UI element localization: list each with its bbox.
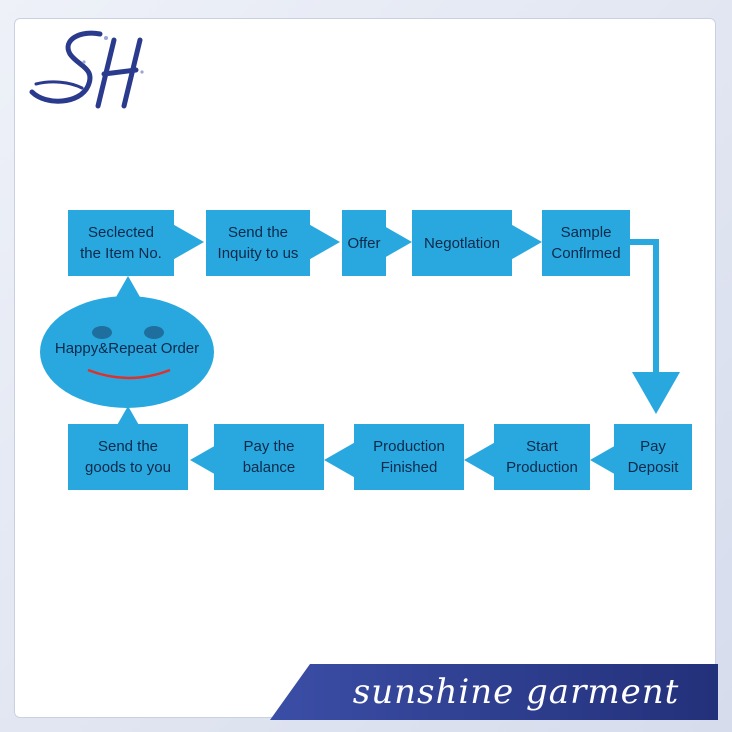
brand-name: sunshine garment bbox=[352, 672, 680, 712]
step-pay-deposit: Pay Deposit bbox=[614, 424, 692, 490]
arrow-sample-to-deposit bbox=[630, 239, 680, 414]
step-send-inquiry: Send the Inquity to us bbox=[206, 210, 310, 276]
smiley-face-icon: Happy&Repeat Order bbox=[40, 296, 214, 408]
step-start-production: Start Production bbox=[494, 424, 590, 490]
smile-curve bbox=[87, 368, 171, 380]
eye-right bbox=[144, 326, 164, 339]
happy-repeat-label: Happy&Repeat Order bbox=[54, 340, 200, 357]
footer-band bbox=[270, 664, 718, 720]
step-selected-item: Seclected the Item No. bbox=[68, 210, 174, 276]
step-pay-balance: Pay the balance bbox=[214, 424, 324, 490]
step-negotiation: Negotlation bbox=[412, 210, 512, 276]
step-production-finished: Production Finished bbox=[354, 424, 464, 490]
step-send-goods: Send the goods to you bbox=[68, 424, 188, 490]
eye-left bbox=[92, 326, 112, 339]
sh-logo-icon bbox=[29, 30, 144, 109]
step-offer: Offer bbox=[342, 210, 386, 276]
step-sample-confirmed: Sample Conflrmed bbox=[542, 210, 630, 276]
